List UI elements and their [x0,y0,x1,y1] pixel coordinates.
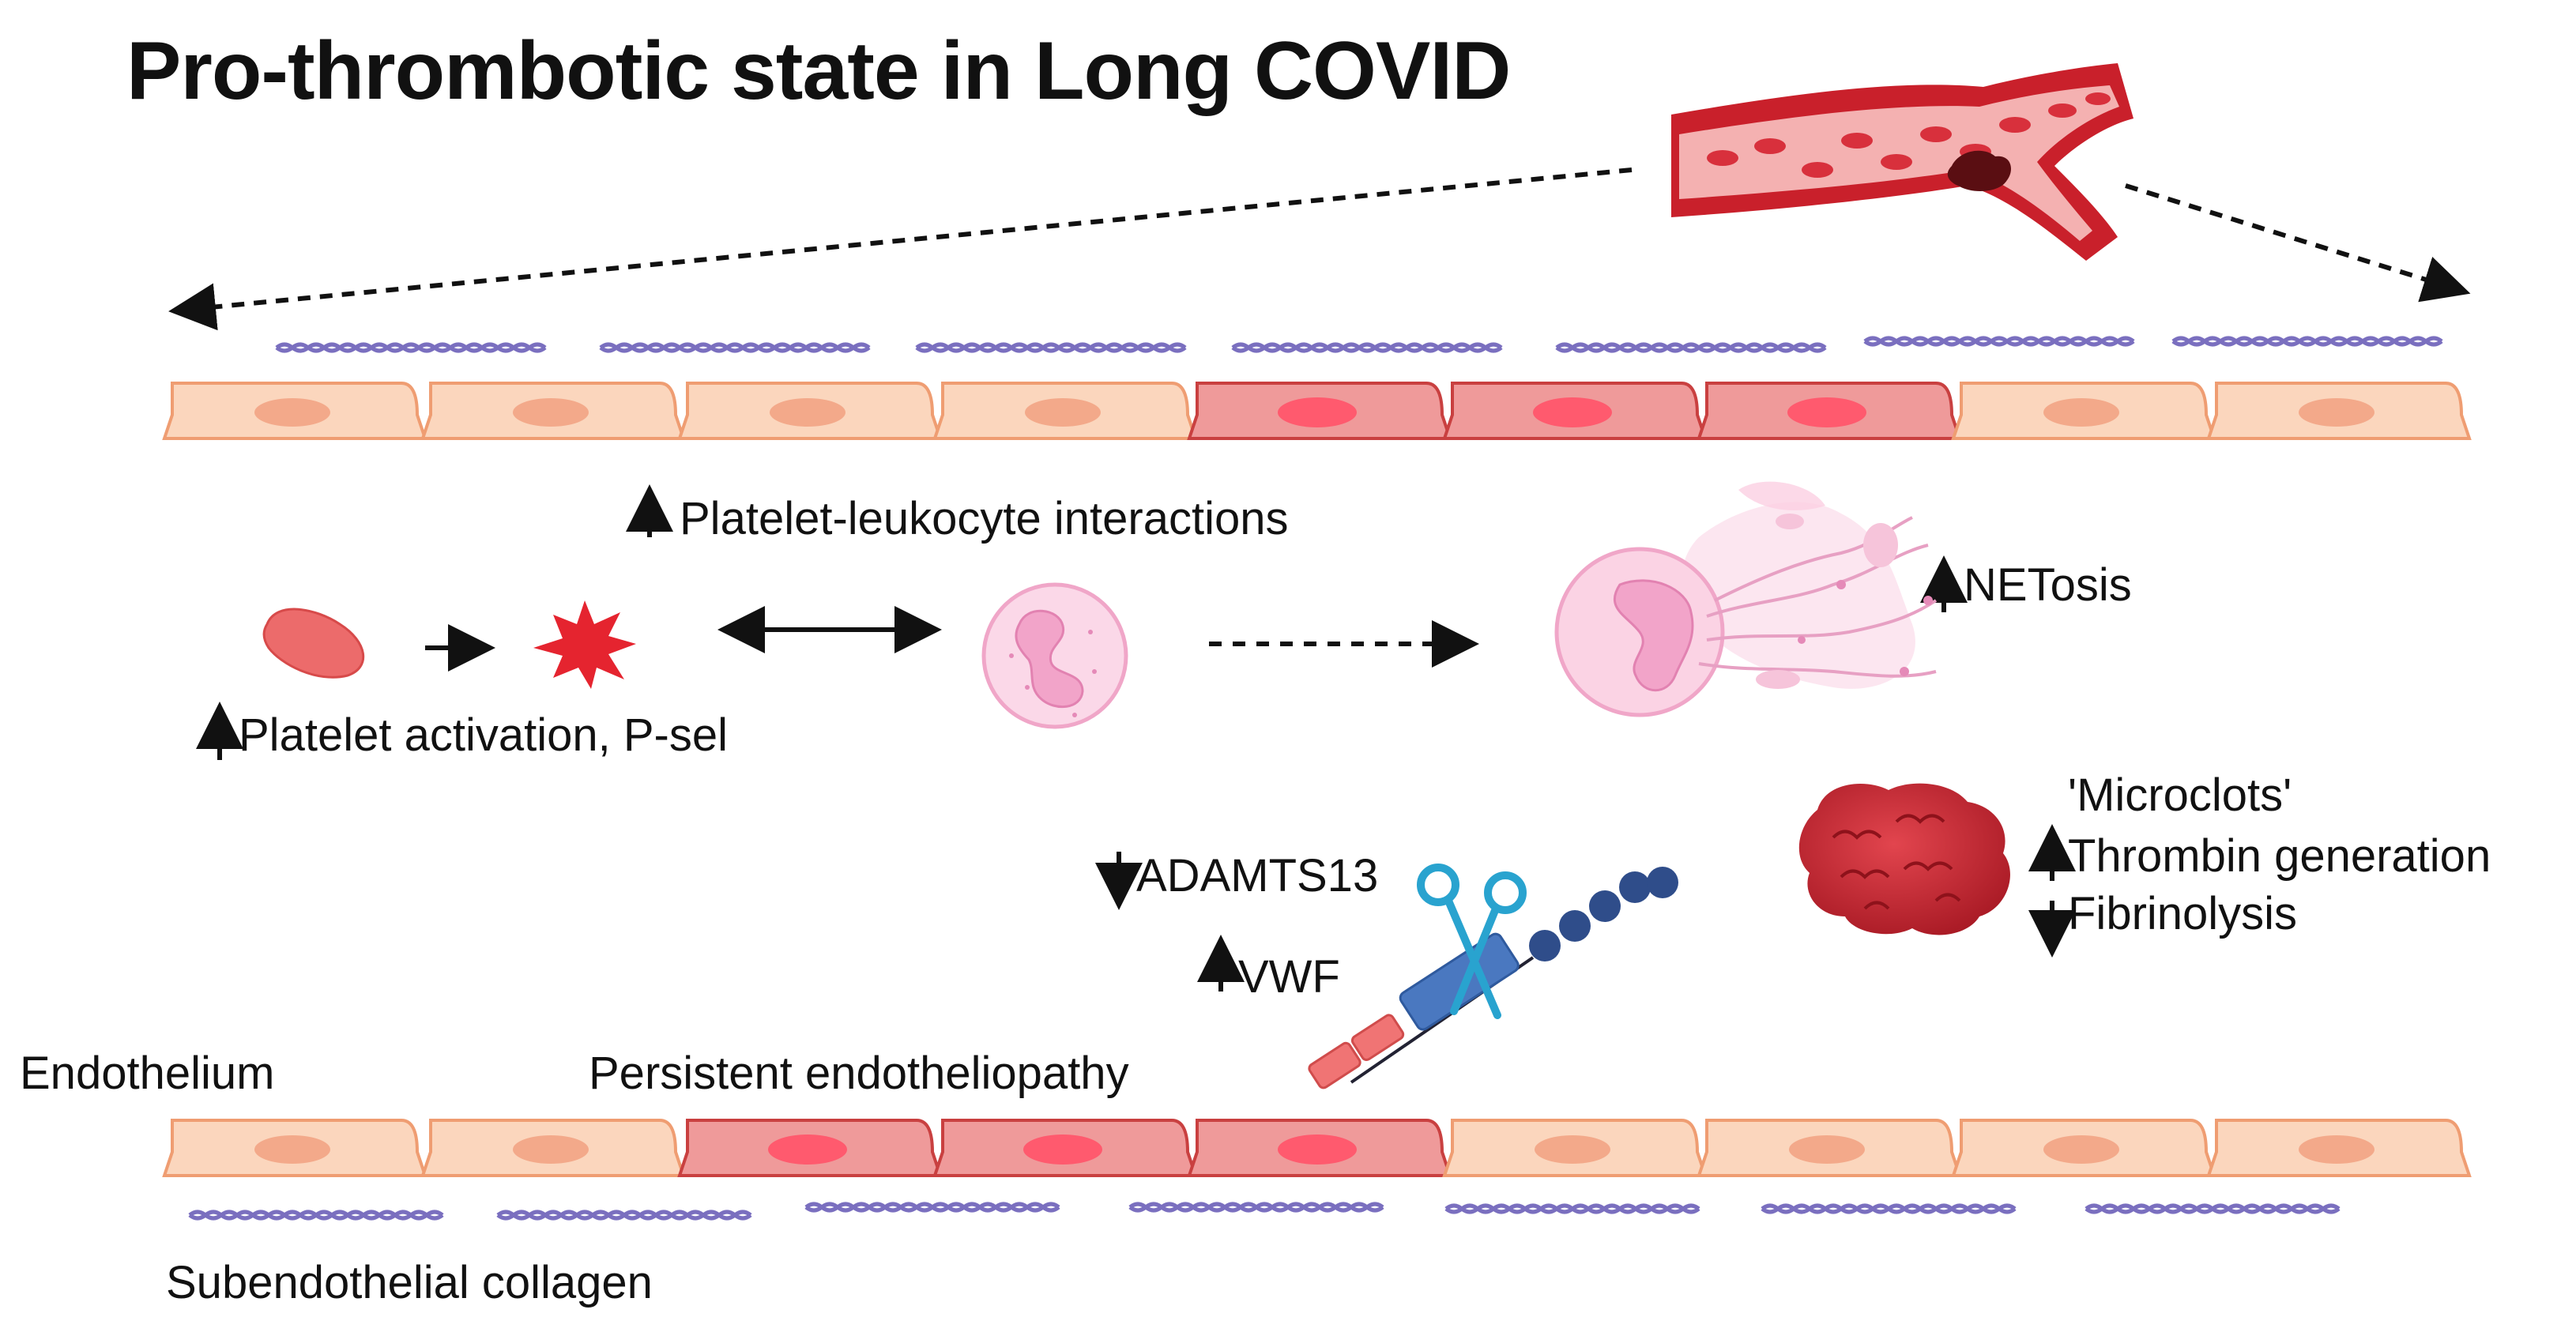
platelet-leukocyte-label: Platelet-leukocyte interactions [680,493,1289,544]
endothelial-cell [1951,382,2216,440]
top-endothelium [162,382,2472,440]
endothelial-cell [420,1119,686,1177]
trend-arrows [196,484,2076,992]
damaged-endothelial-cell [1187,1119,1452,1177]
endothelial-cell [162,1119,427,1177]
endothelial-cell [420,382,686,440]
zoom-arrow-left [168,167,1633,331]
neutrophil-icon [981,582,1128,729]
endothelial-cell [1442,1119,1708,1177]
fibrinolysis-label: Fibrinolysis [2068,888,2298,939]
damaged-endothelial-cell [1187,382,1452,440]
damaged-endothelial-cell [932,1119,1198,1177]
vwf-label: VWF [1238,951,1340,1003]
damaged-endothelial-cell [1442,382,1708,440]
blood-vessel-icon [1671,63,2133,261]
endothelial-cell [162,382,427,440]
adamts13-label: ADAMTS13 [1136,850,1379,901]
vwf-molecule-icon [1308,867,1678,1089]
subendothelial-collagen-label: Subendothelial collagen [166,1257,653,1308]
bottom-endothelium [162,1119,2472,1177]
bottom-collagen [188,1202,2341,1221]
net-icon [1554,481,1938,717]
resting-platelet-icon [262,608,365,679]
microclots-label: 'Microclots' [2068,770,2292,821]
damaged-endothelial-cell [1697,382,1962,440]
endothelial-cell [1697,1119,1962,1177]
endothelial-cell [1951,1119,2216,1177]
endothelial-cell [932,382,1198,440]
top-collagen [275,336,2443,353]
endothelium-label: Endothelium [20,1048,275,1099]
endothelial-cell [2206,382,2472,440]
netosis-label: NETosis [1964,559,2132,611]
endothelial-cell [2206,1119,2472,1177]
page-title: Pro-thrombotic state in Long COVID [126,25,1511,117]
persistent-endotheliopathy-label: Persistent endotheliopathy [589,1048,1129,1099]
microclot-icon [1798,783,2010,935]
zoom-arrow-right [2125,183,2471,303]
platelet-activation-label: Platelet activation, P-sel [239,709,728,761]
scissors-icon [1417,864,1527,1019]
endothelial-cell [677,382,943,440]
damaged-endothelial-cell [677,1119,943,1177]
thrombin-label: Thrombin generation [2068,830,2491,882]
activated-platelet-icon [533,600,636,689]
